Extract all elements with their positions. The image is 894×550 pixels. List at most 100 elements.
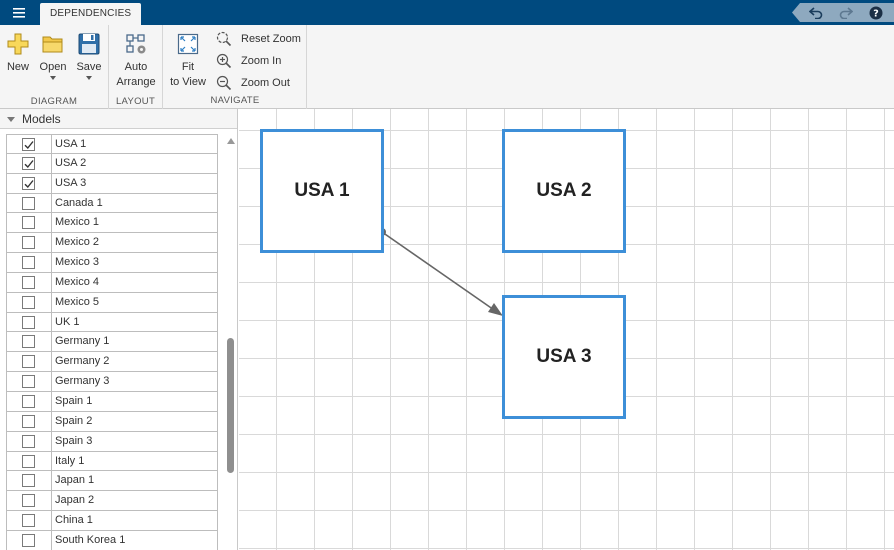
- undo-icon[interactable]: [806, 3, 826, 22]
- checkmark-icon: [24, 179, 34, 188]
- toolstrip: New Open Save DIAGRAM Auto Arrange: [0, 25, 894, 109]
- layout-section: Auto Arrange LAYOUT: [109, 25, 163, 109]
- redo-icon[interactable]: [836, 3, 856, 22]
- zoom-out-button[interactable]: Zoom Out: [216, 73, 290, 93]
- reset-zoom-label: Reset Zoom: [241, 33, 301, 45]
- list-item[interactable]: USA 3: [6, 173, 218, 194]
- list-item[interactable]: Mexico 1: [6, 213, 218, 234]
- models-panel-header[interactable]: Models: [0, 109, 237, 129]
- list-item[interactable]: Mexico 4: [6, 272, 218, 293]
- model-checkbox[interactable]: [22, 414, 35, 428]
- model-checkbox[interactable]: [22, 156, 35, 170]
- list-item[interactable]: UK 1: [6, 312, 218, 333]
- model-checkbox[interactable]: [22, 394, 35, 408]
- model-checkbox[interactable]: [22, 434, 35, 448]
- zoom-in-button[interactable]: Zoom In: [216, 51, 281, 71]
- model-checkbox[interactable]: [22, 236, 35, 250]
- model-checkbox[interactable]: [22, 256, 35, 270]
- model-label: Spain 1: [55, 394, 93, 407]
- checkbox-cell: [7, 173, 52, 193]
- dependency-graph-canvas[interactable]: USA 1 USA 2 USA 3: [239, 109, 894, 550]
- model-checkbox[interactable]: [22, 533, 35, 547]
- model-checkbox[interactable]: [22, 275, 35, 289]
- list-item[interactable]: Japan 1: [6, 471, 218, 492]
- list-item[interactable]: Italy 1: [6, 451, 218, 472]
- floppy-disk-icon: [78, 33, 100, 55]
- model-checkbox[interactable]: [22, 216, 35, 230]
- new-label: New: [6, 61, 29, 73]
- list-item[interactable]: Mexico 2: [6, 233, 218, 254]
- checkbox-cell: [7, 153, 52, 173]
- hamburger-menu-icon[interactable]: [0, 0, 38, 25]
- node-usa-3-label: USA 3: [536, 346, 592, 367]
- model-label: South Korea 1: [55, 533, 126, 546]
- model-checkbox[interactable]: [22, 494, 35, 508]
- node-usa-2-label: USA 2: [536, 180, 592, 201]
- fit-to-view-icon: [177, 33, 199, 55]
- model-label: Japan 1: [55, 474, 95, 487]
- list-item[interactable]: Mexico 3: [6, 253, 218, 273]
- model-checkbox[interactable]: [22, 196, 35, 210]
- model-checkbox[interactable]: [22, 355, 35, 369]
- checkbox-cell: [7, 253, 52, 272]
- list-item[interactable]: Germany 1: [6, 332, 218, 353]
- list-item[interactable]: Germany 3: [6, 372, 218, 392]
- list-item[interactable]: South Korea 1: [6, 530, 218, 550]
- model-checkbox[interactable]: [22, 335, 35, 349]
- svg-text:?: ?: [873, 8, 879, 19]
- tab-dependencies[interactable]: DEPENDENCIES: [40, 3, 142, 25]
- node-usa-2[interactable]: USA 2: [502, 129, 626, 253]
- model-label: Spain 3: [55, 434, 93, 447]
- auto-arrange-button[interactable]: Auto Arrange: [113, 31, 159, 90]
- scrollbar-thumb[interactable]: [227, 338, 234, 473]
- model-label: Germany 3: [55, 375, 110, 388]
- node-usa-3[interactable]: USA 3: [502, 295, 626, 419]
- model-checkbox[interactable]: [22, 375, 35, 389]
- list-item[interactable]: China 1: [6, 511, 218, 531]
- scroll-up-arrow-icon[interactable]: [227, 138, 235, 144]
- fit-label-line1: Fit: [181, 61, 195, 73]
- model-checkbox[interactable]: [22, 315, 35, 329]
- diagram-section: New Open Save DIAGRAM: [0, 25, 109, 109]
- model-checkbox[interactable]: [22, 454, 35, 468]
- model-label: Spain 2: [55, 414, 93, 427]
- list-item[interactable]: Canada 1: [6, 193, 218, 214]
- list-item[interactable]: USA 1: [6, 134, 218, 154]
- save-button[interactable]: Save: [74, 31, 104, 80]
- node-usa-1[interactable]: USA 1: [260, 129, 384, 253]
- models-scrollbar[interactable]: [225, 134, 237, 550]
- list-item[interactable]: USA 2: [6, 153, 218, 174]
- model-checkbox[interactable]: [22, 295, 35, 309]
- checkmark-icon: [24, 159, 34, 168]
- model-label: UK 1: [55, 315, 80, 328]
- open-dropdown-icon[interactable]: [50, 76, 56, 80]
- checkbox-cell: [7, 135, 52, 153]
- checkbox-cell: [7, 352, 52, 372]
- open-button[interactable]: Open: [37, 31, 69, 80]
- list-item[interactable]: Spain 2: [6, 411, 218, 432]
- help-icon[interactable]: ?: [866, 3, 886, 22]
- fit-label-line2: to View: [170, 76, 206, 88]
- quick-access-bar: [792, 3, 894, 22]
- edge-arrowhead: [488, 303, 503, 316]
- model-checkbox[interactable]: [22, 176, 35, 190]
- collapse-triangle-icon[interactable]: [7, 117, 15, 122]
- new-button[interactable]: New: [5, 31, 31, 75]
- list-item[interactable]: Germany 2: [6, 352, 218, 373]
- list-item[interactable]: Spain 3: [6, 431, 218, 452]
- checkbox-cell: [7, 471, 52, 491]
- model-checkbox[interactable]: [22, 514, 35, 528]
- model-checkbox[interactable]: [22, 474, 35, 488]
- fit-to-view-button[interactable]: Fit to View: [167, 31, 209, 90]
- list-item[interactable]: Spain 1: [6, 391, 218, 412]
- list-item[interactable]: Japan 2: [6, 491, 218, 512]
- reset-zoom-button[interactable]: Reset Zoom: [216, 29, 301, 49]
- save-dropdown-icon[interactable]: [86, 76, 92, 80]
- model-checkbox[interactable]: [22, 138, 35, 151]
- model-label: China 1: [55, 514, 93, 527]
- checkbox-cell: [7, 332, 52, 352]
- list-item[interactable]: Mexico 5: [6, 292, 218, 313]
- auto-arrange-label-line2: Arrange: [116, 76, 156, 88]
- model-label: Germany 2: [55, 355, 110, 368]
